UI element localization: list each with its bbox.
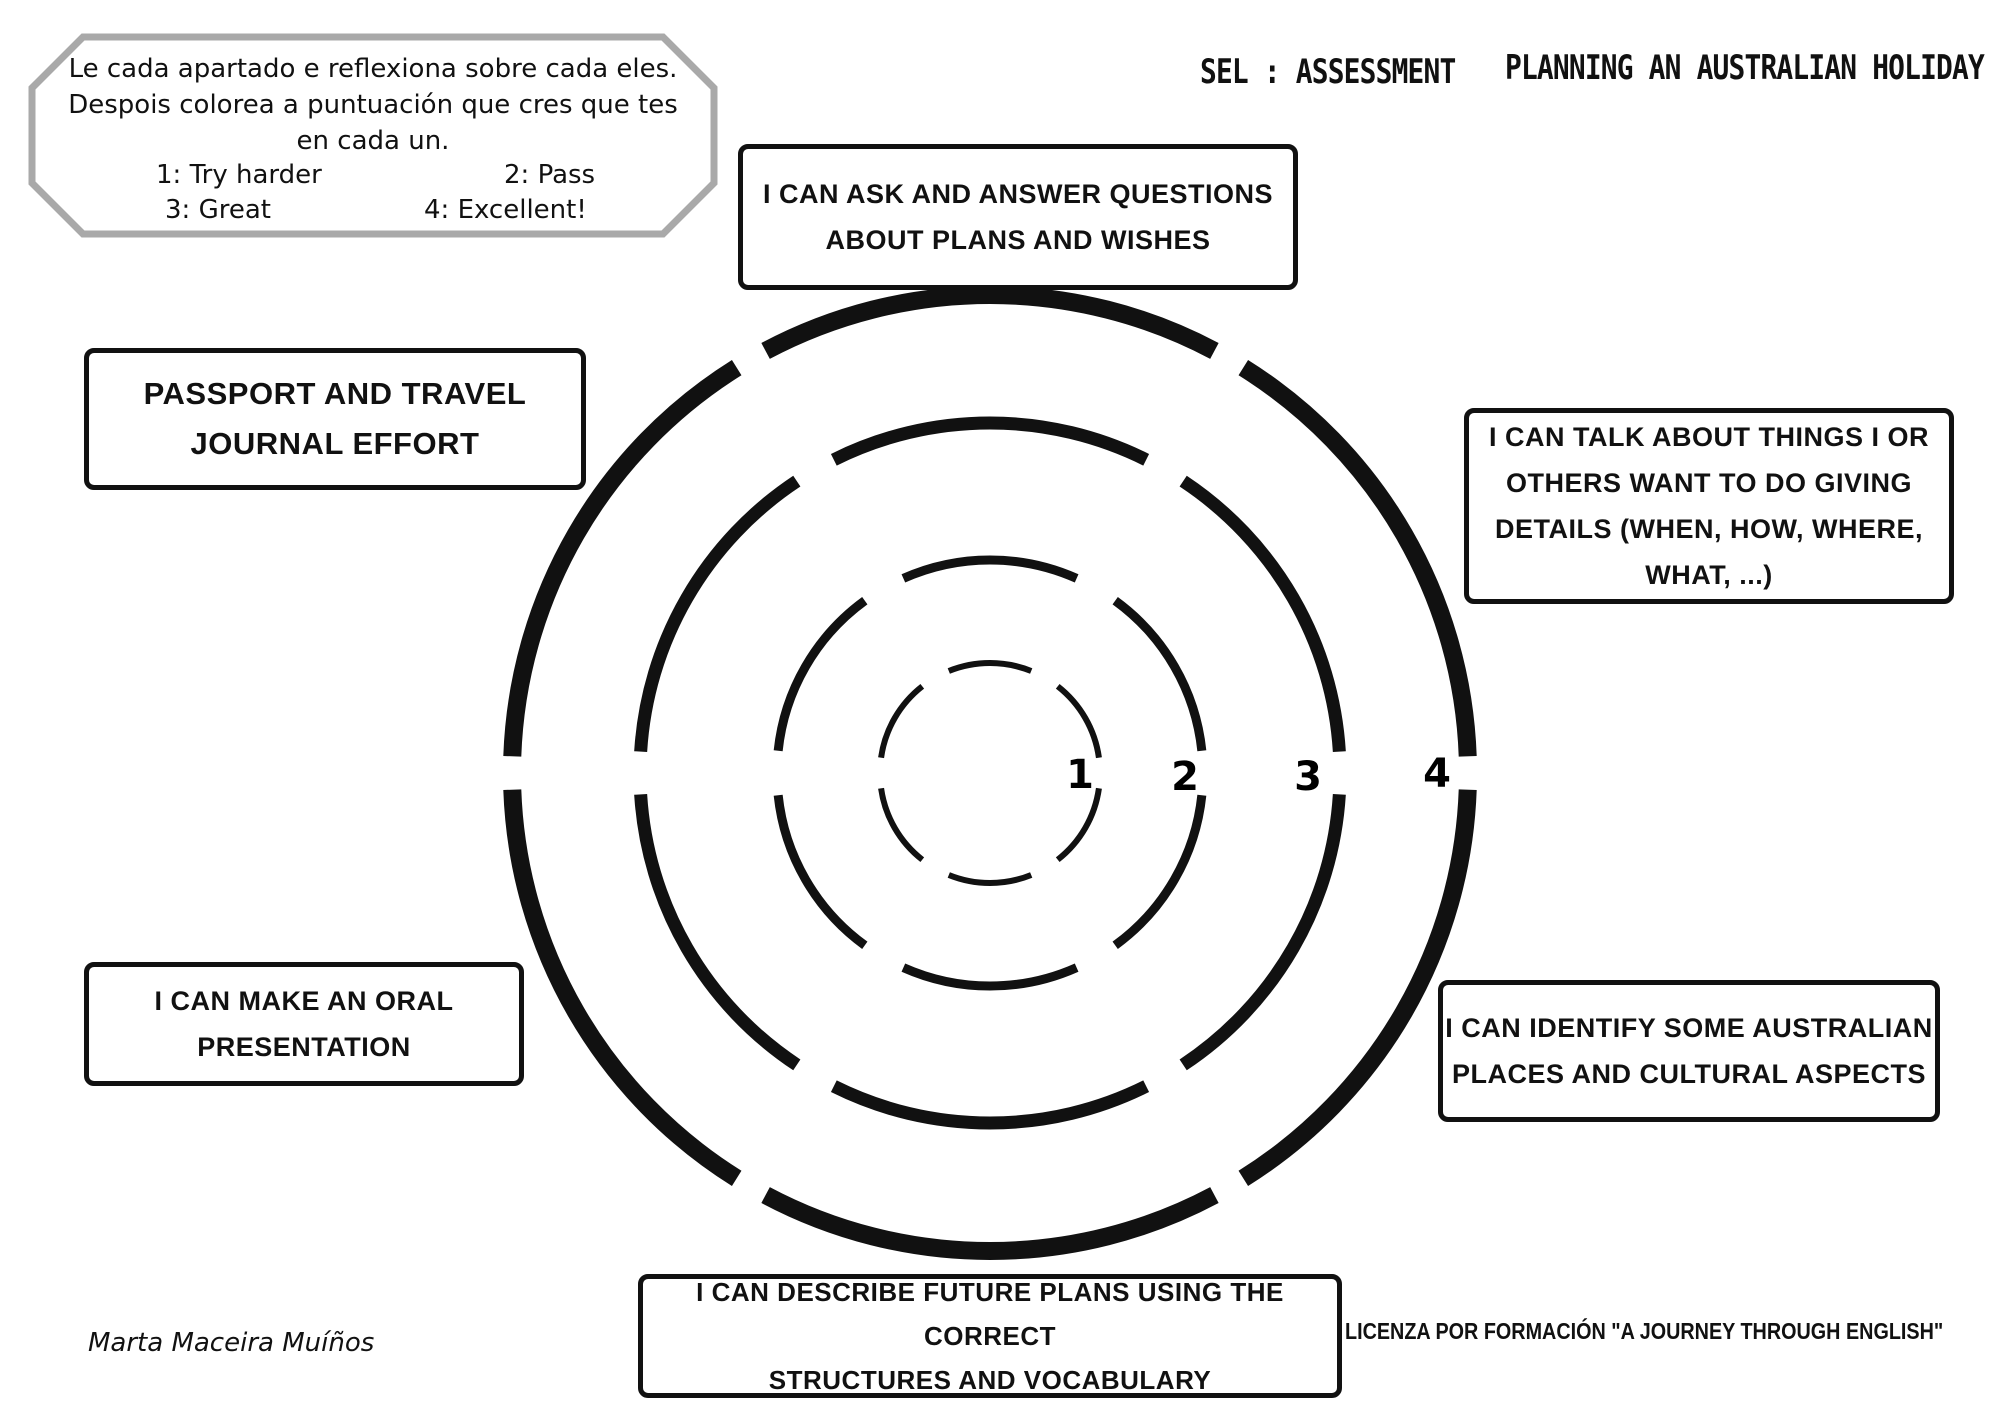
score-3-label: 3: Great — [165, 195, 271, 225]
ring-3-segment-4[interactable] — [634, 793, 801, 1071]
ring-2-segment-1[interactable] — [1112, 597, 1207, 752]
ring-3-segment-5[interactable] — [830, 1080, 1150, 1130]
section-title: SEL : ASSESSMENT — [1200, 52, 1456, 92]
criterion-oral-line-2: PRESENTATION — [197, 1032, 411, 1062]
ring-label-3: 3 — [1294, 754, 1322, 800]
score-2-label: 2: Pass — [504, 160, 596, 190]
criterion-oral[interactable]: I CAN MAKE AN ORAL PRESENTATION — [84, 962, 524, 1086]
criterion-talk-about-line-4: WHAT, ...) — [1645, 560, 1773, 590]
ring-3-segment-6[interactable] — [1179, 793, 1346, 1071]
criterion-ask-answer-line-1: I CAN ASK AND ANSWER QUESTIONS — [762, 179, 1274, 209]
ring-1-segment-2[interactable] — [947, 660, 1033, 674]
criterion-ask-answer[interactable]: I CAN ASK AND ANSWER QUESTIONS ABOUT PLA… — [738, 144, 1298, 290]
criterion-describe[interactable]: I CAN DESCRIBE FUTURE PLANS USING THE CO… — [638, 1274, 1342, 1398]
criterion-oral-line-1: I CAN MAKE AN ORAL — [154, 986, 454, 1016]
ring-4-segment-3[interactable] — [503, 360, 742, 757]
ring-4-segment-4[interactable] — [503, 789, 742, 1187]
ring-4-segment-5[interactable] — [761, 1187, 1219, 1261]
criterion-talk-about-line-2: OTHERS WANT TO DO GIVING — [1505, 468, 1913, 498]
instructions-frame — [28, 33, 718, 238]
ring-label-1: 1 — [1066, 752, 1094, 798]
criterion-talk-about[interactable]: I CAN TALK ABOUT THINGS I OR OTHERS WANT… — [1464, 408, 1954, 604]
criterion-ask-answer-line-2: ABOUT PLANS AND WISHES — [825, 225, 1211, 255]
ring-4-segment-2[interactable] — [761, 286, 1219, 359]
criterion-describe-line-2: STRUCTURES AND VOCABULARY — [768, 1365, 1212, 1395]
ring-1-segment-3[interactable] — [878, 683, 925, 759]
score-1-label: 1: Try harder — [156, 160, 322, 190]
ring-1-segment-1[interactable] — [1055, 683, 1102, 759]
ring-3-segment-2[interactable] — [830, 416, 1150, 466]
criterion-identify-line-1: I CAN IDENTIFY SOME AUSTRALIAN — [1445, 1013, 1933, 1043]
ring-3-segment-1[interactable] — [1179, 475, 1346, 753]
criterion-passport-line-1: PASSPORT AND TRAVEL — [143, 376, 527, 411]
ring-2-segment-4[interactable] — [773, 794, 868, 949]
criterion-passport[interactable]: PASSPORT AND TRAVEL JOURNAL EFFORT — [84, 348, 586, 490]
criterion-identify[interactable]: I CAN IDENTIFY SOME AUSTRALIAN PLACES AN… — [1438, 980, 1940, 1122]
ring-1-segment-4[interactable] — [878, 787, 925, 863]
criterion-talk-about-line-3: DETAILS (WHEN, HOW, WHERE, — [1495, 514, 1923, 544]
ring-4-segment-1[interactable] — [1238, 360, 1477, 757]
ring-4-segment-6[interactable] — [1238, 789, 1477, 1187]
ring-2-segment-3[interactable] — [773, 597, 868, 752]
ring-3-segment-3[interactable] — [634, 475, 801, 753]
ring-2-segment-5[interactable] — [901, 963, 1079, 991]
license-note: LICENZA POR FORMACIÓN "A JOURNEY THROUGH… — [1345, 1318, 1944, 1344]
unit-title: PLANNING AN AUSTRALIAN HOLIDAY — [1505, 48, 1985, 88]
ring-1-segment-6[interactable] — [1055, 787, 1102, 863]
instructions-panel: Le cada apartado e reflexiona sobre cada… — [28, 33, 718, 238]
ring-label-2: 2 — [1171, 754, 1199, 800]
ring-label-4: 4 — [1423, 751, 1451, 797]
ring-group — [503, 286, 1477, 1261]
ring-1-segment-5[interactable] — [947, 872, 1033, 886]
ring-2-segment-2[interactable] — [901, 555, 1079, 583]
criterion-describe-line-1: I CAN DESCRIBE FUTURE PLANS USING THE CO… — [696, 1277, 1284, 1351]
criterion-talk-about-line-1: I CAN TALK ABOUT THINGS I OR — [1489, 422, 1929, 452]
score-4-label: 4: Excellent! — [424, 195, 587, 225]
criterion-identify-line-2: PLACES AND CULTURAL ASPECTS — [1451, 1059, 1927, 1089]
criterion-passport-line-2: JOURNAL EFFORT — [190, 426, 480, 461]
author-name: Marta Maceira Muíños — [88, 1328, 375, 1358]
ring-2-segment-6[interactable] — [1112, 794, 1207, 949]
instructions-text: Le cada apartado e reflexiona sobre cada… — [68, 54, 678, 156]
